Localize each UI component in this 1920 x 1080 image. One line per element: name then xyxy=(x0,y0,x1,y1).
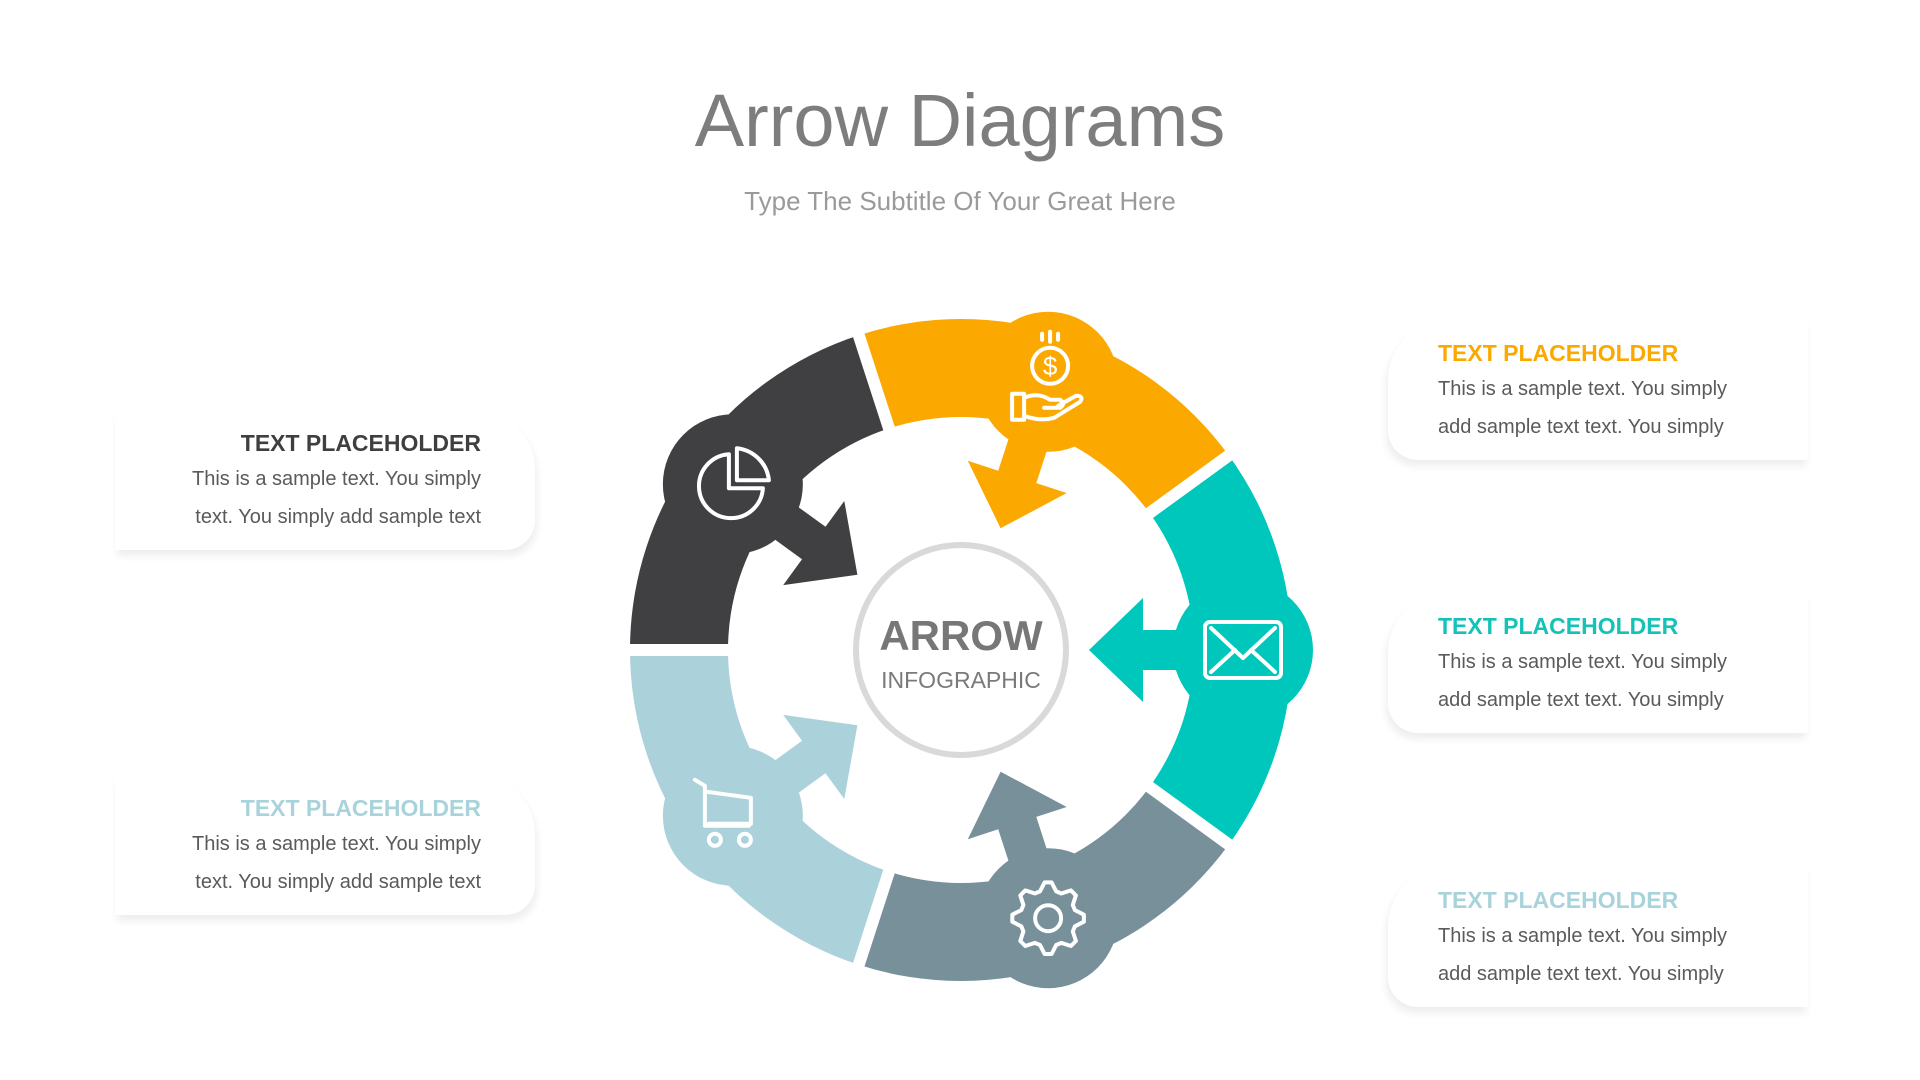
inward-arrow xyxy=(751,714,858,811)
card-body-line: add sample text text. You simply xyxy=(1438,689,1724,711)
card-body-line: This is a sample text. You simply xyxy=(191,468,481,490)
inward-arrow xyxy=(967,771,1067,890)
card-body-line: text. You simply add sample text xyxy=(195,871,481,893)
card-body-line: This is a sample text. You simply xyxy=(191,833,481,855)
segment-gap xyxy=(851,328,897,436)
segment-bump xyxy=(1173,580,1313,720)
segment-gap xyxy=(851,864,897,972)
page-title: Arrow Diagrams xyxy=(694,79,1226,162)
center-title: ARROW xyxy=(879,612,1043,659)
money-hand-icon: $ xyxy=(1010,329,1084,422)
card-body-line: This is a sample text. You simply xyxy=(1438,925,1728,947)
text-card-light-blue: TEXT PLACEHOLDER This is a sample text. … xyxy=(115,775,535,915)
card-title: TEXT PLACEHOLDER xyxy=(1438,887,1679,913)
segment-bump xyxy=(978,848,1119,989)
card-title: TEXT PLACEHOLDER xyxy=(240,795,481,821)
center-circle xyxy=(853,542,1069,758)
card-body-line: add sample text text. You simply xyxy=(1438,963,1724,985)
envelope-icon xyxy=(1203,620,1283,680)
gear-icon xyxy=(1010,880,1086,957)
card-title: TEXT PLACEHOLDER xyxy=(1438,340,1679,366)
segment-light-blue xyxy=(630,650,889,965)
card-body-line: This is a sample text. You simply xyxy=(1438,378,1728,400)
segment-gray xyxy=(858,771,1229,989)
card-body-line: This is a sample text. You simply xyxy=(1438,651,1728,673)
text-card-gray: TEXT PLACEHOLDER This is a sample text. … xyxy=(1388,867,1808,1007)
pie-chart-icon xyxy=(697,446,771,521)
card-title: TEXT PLACEHOLDER xyxy=(240,430,481,456)
card-title: TEXT PLACEHOLDER xyxy=(1438,613,1679,639)
segment-teal xyxy=(1089,455,1313,845)
inward-arrow xyxy=(751,489,858,586)
text-card-dark: TEXT PLACEHOLDER This is a sample text. … xyxy=(115,410,535,550)
card-body-line: add sample text text. You simply xyxy=(1438,416,1724,438)
card-body-line: text. You simply add sample text xyxy=(195,506,481,528)
inward-arrow xyxy=(1089,598,1206,702)
page-subtitle: Type The Subtitle Of Your Great Here xyxy=(744,186,1176,216)
segment-gap xyxy=(1141,779,1237,853)
text-card-teal: TEXT PLACEHOLDER This is a sample text. … xyxy=(1388,593,1808,733)
segment-gap xyxy=(1141,447,1237,521)
text-card-orange: TEXT PLACEHOLDER This is a sample text. … xyxy=(1388,320,1808,460)
svg-text:$: $ xyxy=(1043,351,1058,381)
segment-dark xyxy=(630,335,889,650)
center-subtitle: INFOGRAPHIC xyxy=(881,667,1041,693)
inward-arrow xyxy=(967,410,1067,529)
shopping-cart-icon xyxy=(692,777,753,848)
segment-orange: $ xyxy=(858,311,1229,529)
